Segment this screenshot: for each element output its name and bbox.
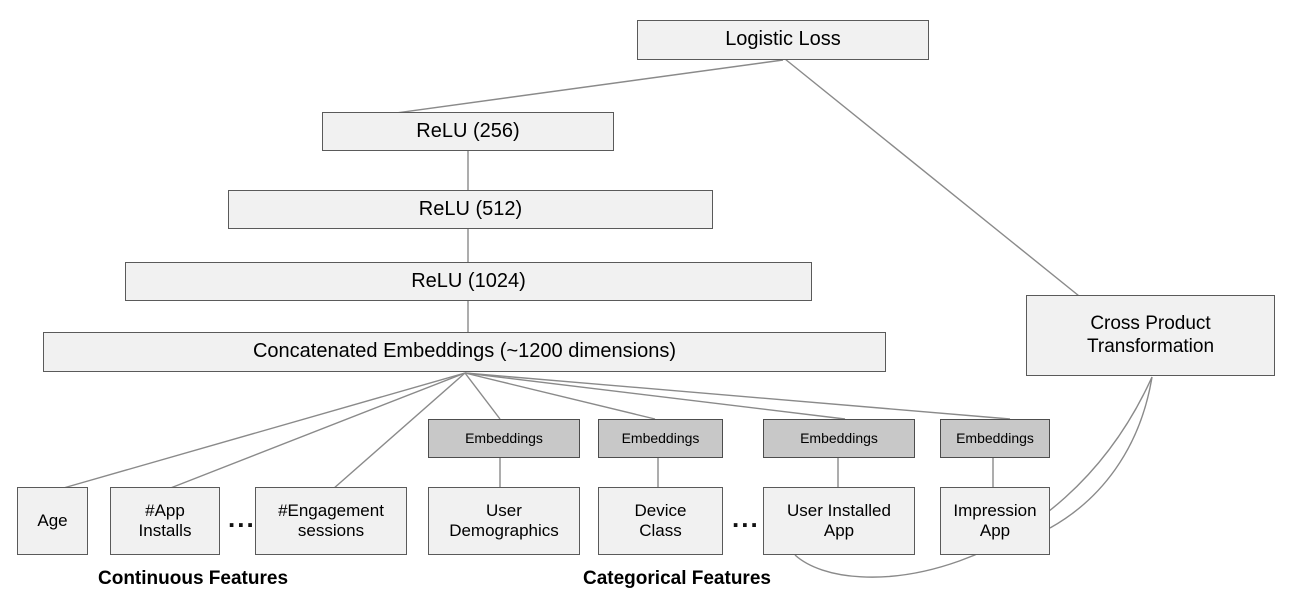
node-device-class[interactable]: Device Class	[598, 487, 723, 555]
node-embeddings-device-class[interactable]: Embeddings	[598, 419, 723, 458]
edge-concat-to-emb_installed	[464, 372, 846, 420]
node-logistic-loss[interactable]: Logistic Loss	[637, 20, 929, 60]
ellipsis-continuous: ...	[228, 503, 256, 533]
node-age[interactable]: Age	[17, 487, 88, 555]
edge-logistic_loss-to-cross_product	[784, 58, 1090, 305]
node-user-demographics[interactable]: User Demographics	[428, 487, 580, 555]
edge-concat-to-emb_device	[464, 372, 656, 420]
node-concatenated-embeddings[interactable]: Concatenated Embeddings (~1200 dimension…	[43, 332, 886, 372]
node-user-installed-app[interactable]: User Installed App	[763, 487, 915, 555]
node-embeddings-user-installed-app[interactable]: Embeddings	[763, 419, 915, 458]
node-cross-product-transformation[interactable]: Cross Product Transformation	[1026, 295, 1275, 376]
node-engagement-sessions[interactable]: #Engagement sessions	[255, 487, 407, 555]
edge-concat-to-emb_user_demo	[464, 372, 501, 420]
node-app-installs[interactable]: #App Installs	[110, 487, 220, 555]
caption-continuous-features: Continuous Features	[98, 568, 289, 589]
edge-concat-to-age	[59, 372, 466, 490]
edge-concat-to-emb_impression	[464, 372, 1011, 420]
node-relu-512[interactable]: ReLU (512)	[228, 190, 713, 229]
node-relu-1024[interactable]: ReLU (1024)	[125, 262, 812, 301]
node-embeddings-impression-app[interactable]: Embeddings	[940, 419, 1050, 458]
edge-concat-to-app_installs	[167, 372, 466, 490]
node-embeddings-user-demographics[interactable]: Embeddings	[428, 419, 580, 458]
node-relu-256[interactable]: ReLU (256)	[322, 112, 614, 151]
node-impression-app[interactable]: Impression App	[940, 487, 1050, 555]
caption-categorical-features: Categorical Features	[583, 568, 771, 589]
edge-impression_app-to-cross_product	[1049, 376, 1153, 529]
ellipsis-categorical: ...	[732, 503, 760, 533]
